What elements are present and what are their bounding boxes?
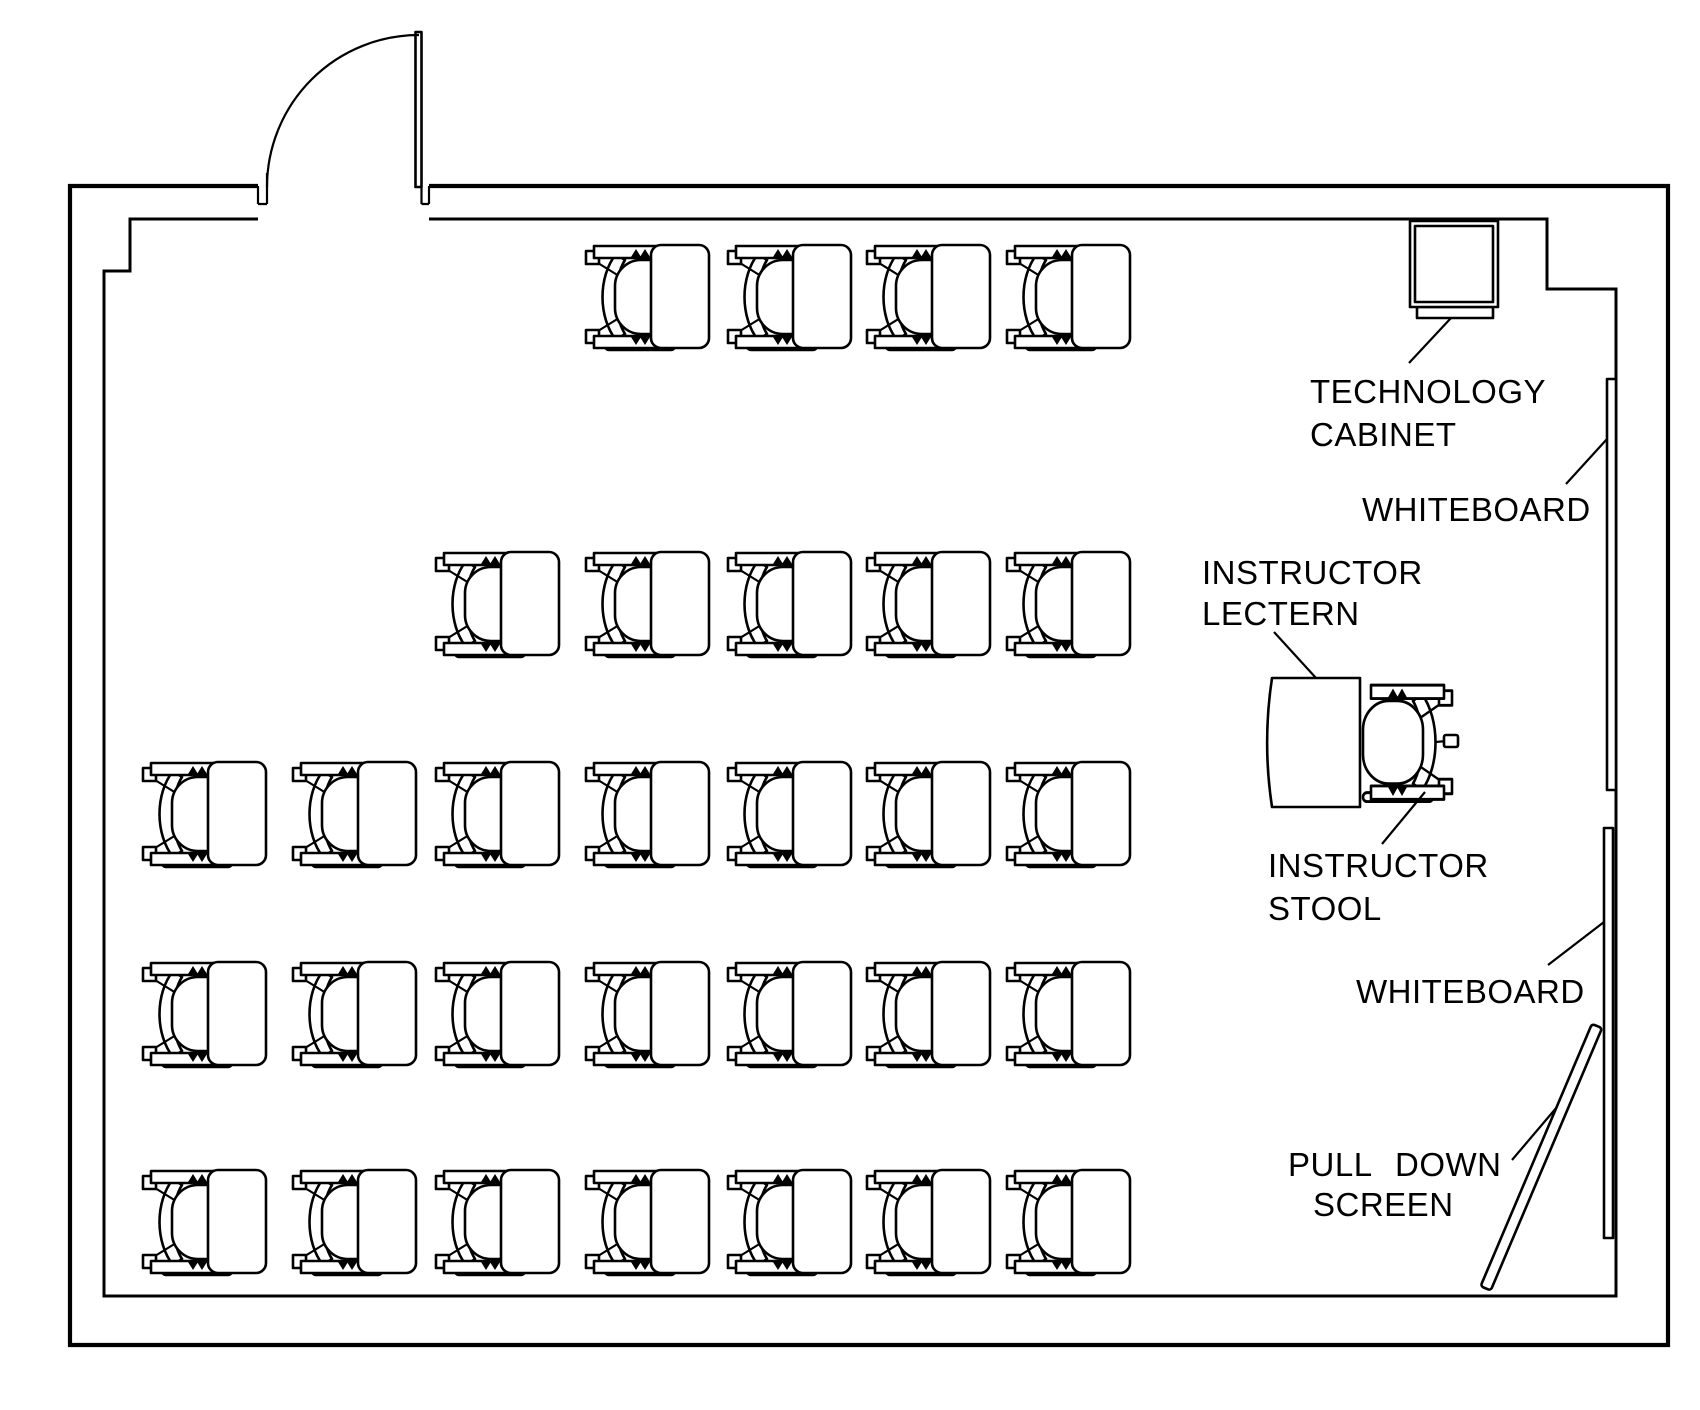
- desk-chair: [586, 1170, 709, 1275]
- leader-lines: [1273, 317, 1608, 1161]
- outer-wall: [67, 183, 1671, 1348]
- desk-chair: [1007, 762, 1130, 867]
- desk-chair: [586, 245, 709, 350]
- desk-chair: [728, 962, 851, 1067]
- desk-chair: [436, 1170, 559, 1275]
- whiteboard-bottom: [1602, 826, 1615, 1240]
- desk-chair: [293, 1170, 416, 1275]
- door-jambs: [256, 173, 431, 206]
- instructor-lectern-label-line1: INSTRUCTOR: [1202, 554, 1423, 591]
- desk-chair: [1007, 552, 1130, 657]
- whiteboard-bottom-label: WHITEBOARD: [1356, 973, 1585, 1010]
- instructor-stool-label-line2: STOOL: [1268, 890, 1382, 927]
- desk-chair: [586, 552, 709, 657]
- desk-chair: [1007, 1170, 1130, 1275]
- desk-chair: [728, 762, 851, 867]
- labels: TECHNOLOGY CABINET WHITEBOARD INSTRUCTOR…: [1202, 373, 1591, 1223]
- desk-chair: [436, 552, 559, 657]
- desk-chair: [728, 552, 851, 657]
- desk-chair: [143, 962, 266, 1067]
- instructor-lectern-label-line2: LECTERN: [1202, 595, 1360, 632]
- desk-chair: [867, 762, 990, 867]
- desk-chair: [1007, 962, 1130, 1067]
- inner-wall: [102, 217, 1618, 1298]
- desk-chair: [586, 762, 709, 867]
- desk-chair: [143, 762, 266, 867]
- whiteboard-top: [1605, 377, 1618, 792]
- student-desks: [143, 245, 1130, 1275]
- desk-chair: [728, 1170, 851, 1275]
- instructor-stool-label-line1: INSTRUCTOR: [1268, 847, 1489, 884]
- pull-down-screen: [1480, 1023, 1603, 1291]
- pull-down-screen-label-line2: SCREEN: [1313, 1186, 1454, 1223]
- technology-cabinet-label-line2: CABINET: [1310, 416, 1457, 453]
- desk-chair: [728, 245, 851, 350]
- desk-chair: [867, 1170, 990, 1275]
- technology-cabinet-label-line1: TECHNOLOGY: [1310, 373, 1546, 410]
- instructor-stool: [1361, 683, 1460, 804]
- desk-chair: [143, 1170, 266, 1275]
- whiteboard-top-label: WHITEBOARD: [1362, 491, 1591, 528]
- pull-down-screen-label-line1: PULL DOWN: [1288, 1146, 1501, 1183]
- stool-lever-knob: [1442, 733, 1460, 749]
- desk-chair: [1007, 245, 1130, 350]
- desk-chair: [867, 962, 990, 1067]
- desk-chair: [293, 762, 416, 867]
- desk-chair: [436, 962, 559, 1067]
- desk-chair: [867, 552, 990, 657]
- desk-chair: [436, 762, 559, 867]
- technology-cabinet: [1408, 219, 1500, 320]
- desk-chair: [867, 245, 990, 350]
- door-leaf: [414, 30, 423, 189]
- door-swing-arc: [265, 33, 420, 188]
- instructor-lectern: [1265, 676, 1362, 809]
- desk-chair: [586, 962, 709, 1067]
- desk-chair: [293, 962, 416, 1067]
- entry-door: [256, 30, 431, 206]
